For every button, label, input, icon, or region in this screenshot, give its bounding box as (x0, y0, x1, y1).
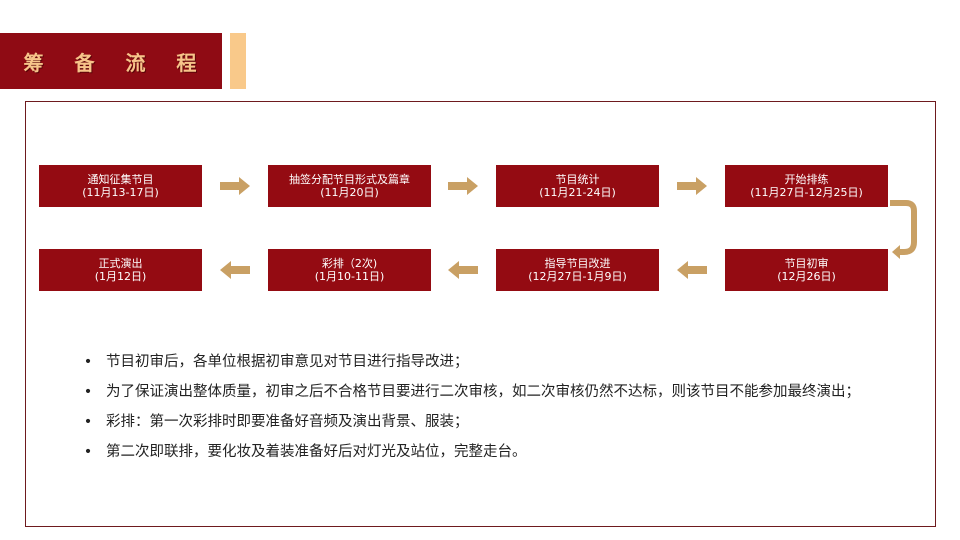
note-text: 第二次即联排，要化妆及着装准备好后对灯光及站位，完整走台。 (106, 444, 527, 460)
step-date: (11月20日) (320, 186, 379, 199)
note-item: • 节目初审后，各单位根据初审意见对节目进行指导改进； (80, 347, 900, 377)
section-title-bar: 筹 备 流 程 (0, 33, 222, 89)
arrow-left-icon (677, 261, 707, 279)
step-name: 指导节目改进 (544, 257, 611, 270)
note-text: 为了保证演出整体质量，初审之后不合格节目要进行二次审核，如二次审核仍然不达标，则… (106, 384, 860, 400)
step-name: 正式演出 (98, 257, 143, 270)
note-text: 节目初审后，各单位根据初审意见对节目进行指导改进； (106, 354, 469, 370)
step-date: (11月21-24日) (539, 186, 616, 199)
note-text: 彩排：第一次彩排时即要准备好音频及演出背景、服装； (106, 414, 469, 430)
flow-step-4: 开始排练 (11月27日-12月25日) (725, 165, 888, 207)
note-item: • 彩排：第一次彩排时即要准备好音频及演出背景、服装； (80, 407, 900, 437)
arrow-right-icon (220, 177, 250, 195)
flow-step-7: 彩排（2次) (1月10-11日) (268, 249, 431, 291)
notes-list: • 节目初审后，各单位根据初审意见对节目进行指导改进； • 为了保证演出整体质量… (80, 347, 900, 467)
step-date: (12月26日) (777, 270, 836, 283)
flow-step-5: 节目初审 (12月26日) (725, 249, 888, 291)
arrow-right-icon (677, 177, 707, 195)
step-date: (1月12日) (94, 270, 147, 283)
step-name: 开始排练 (784, 173, 829, 186)
flow-step-1: 通知征集节目 (11月13-17日) (39, 165, 202, 207)
step-name: 节目统计 (555, 173, 600, 186)
bullet-icon: • (83, 414, 93, 430)
flow-step-6: 指导节目改进 (12月27日-1月9日) (496, 249, 659, 291)
curved-arrow-down-icon (886, 196, 922, 264)
bullet-icon: • (83, 354, 93, 370)
step-date: (11月13-17日) (82, 186, 159, 199)
flow-step-8: 正式演出 (1月12日) (39, 249, 202, 291)
step-name: 彩排（2次) (321, 257, 378, 270)
step-name: 通知征集节目 (87, 173, 154, 186)
arrow-left-icon (448, 261, 478, 279)
step-date: (12月27日-1月9日) (528, 270, 627, 283)
section-title: 筹 备 流 程 (23, 50, 209, 75)
flow-step-2: 抽签分配节目形式及篇章 (11月20日) (268, 165, 431, 207)
note-item: • 为了保证演出整体质量，初审之后不合格节目要进行二次审核，如二次审核仍然不达标… (80, 377, 900, 407)
content-frame (25, 101, 936, 527)
bullet-icon: • (83, 384, 93, 400)
note-item: • 第二次即联排，要化妆及着装准备好后对灯光及站位，完整走台。 (80, 437, 900, 467)
step-name: 节目初审 (784, 257, 829, 270)
step-name: 抽签分配节目形式及篇章 (289, 173, 410, 186)
bullet-icon: • (83, 444, 93, 460)
flow-step-3: 节目统计 (11月21-24日) (496, 165, 659, 207)
step-date: (1月10-11日) (314, 270, 385, 283)
arrow-left-icon (220, 261, 250, 279)
title-accent-bar (230, 33, 246, 89)
step-date: (11月27日-12月25日) (750, 186, 863, 199)
arrow-right-icon (448, 177, 478, 195)
